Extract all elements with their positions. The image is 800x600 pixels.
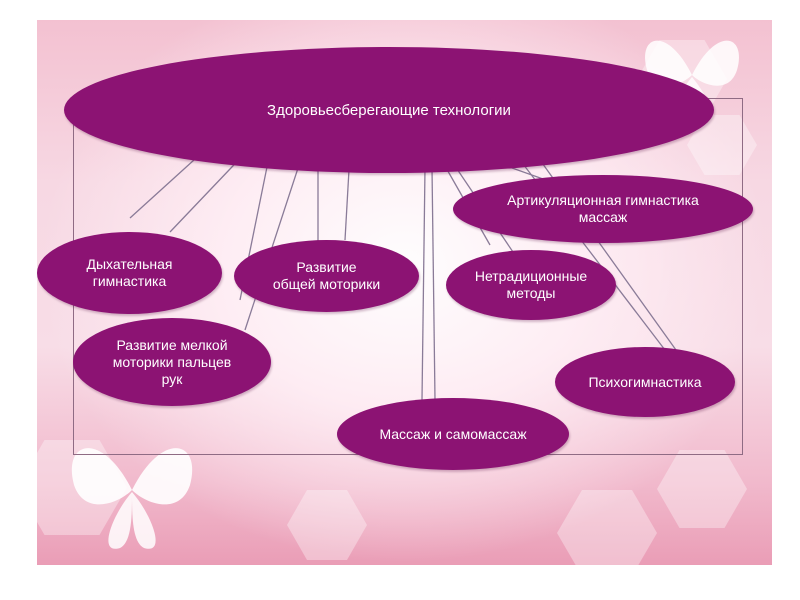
node-label: Психогимнастика	[588, 373, 702, 390]
connector-line	[431, 167, 436, 401]
node-label-line: Развитие мелкой	[116, 336, 228, 353]
butterfly-icon	[62, 410, 202, 560]
node-non-traditional-methods: Нетрадиционные методы	[446, 250, 616, 320]
node-label-line: массаж	[578, 209, 628, 225]
node-label-line: гимнастика	[92, 273, 167, 289]
node-label-line: рук	[161, 370, 183, 387]
node-articulation-gymnastics: Артикуляционная гимнастика массаж	[453, 175, 753, 243]
node-label-line: Дыхательная	[86, 256, 173, 272]
node-label-line: Развитие	[296, 259, 357, 275]
node-psycho-gymnastics: Психогимнастика	[555, 347, 735, 417]
node-label-line: Нетрадиционные	[474, 268, 588, 284]
node-label-line: Артикуляционная гимнастика	[507, 192, 699, 208]
connector-line	[421, 167, 426, 401]
node-massage: Массаж и самомассаж	[337, 398, 569, 470]
node-label-line: общей моторики	[272, 276, 381, 292]
root-node-label: Здоровьесберегающие технологии	[267, 101, 511, 119]
node-fine-motor-skills: Развитие мелкой моторики пальцев рук	[73, 318, 271, 406]
root-node: Здоровьесберегающие технологии	[64, 47, 714, 173]
hexagon-decoration	[287, 490, 367, 560]
node-label-line: моторики пальцев	[112, 353, 232, 370]
node-label: Массаж и самомассаж	[379, 425, 527, 442]
connector-line	[129, 149, 206, 219]
node-breathing-gymnastics: Дыхательная гимнастика	[37, 232, 222, 314]
hexagon-decoration	[657, 450, 747, 528]
node-general-motor-skills: Развитие общей моторики	[234, 240, 419, 312]
node-label-line: методы	[506, 285, 556, 301]
